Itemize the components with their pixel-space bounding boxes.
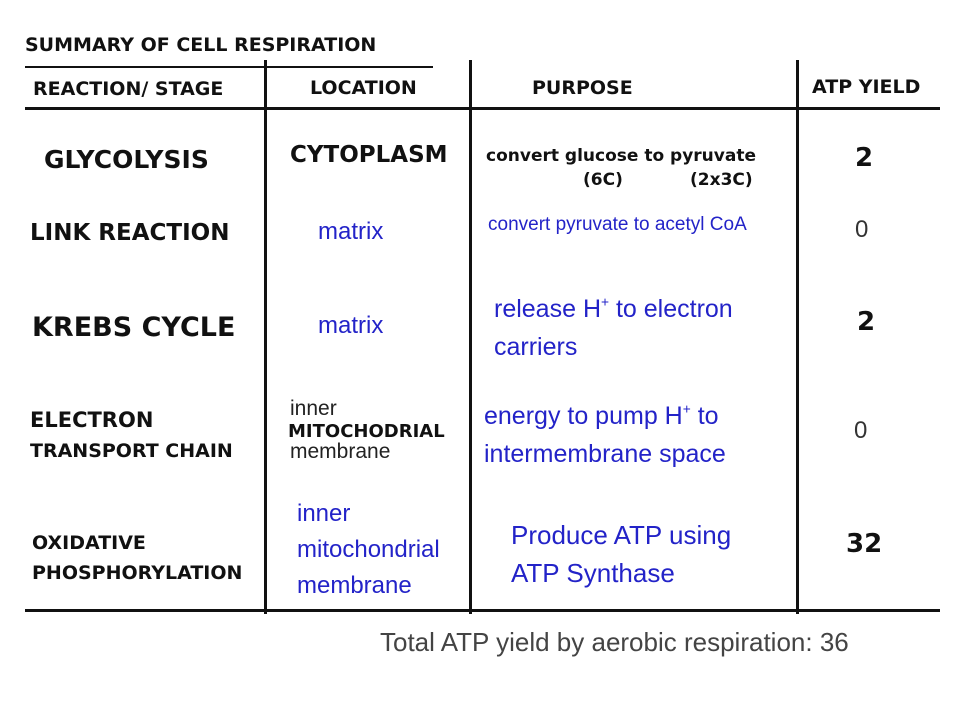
location-etc-line1: inner bbox=[290, 397, 337, 420]
total-atp-yield: Total ATP yield by aerobic respiration: … bbox=[380, 627, 849, 657]
stage-electron-transport-line2: TRANSPORT CHAIN bbox=[30, 440, 233, 462]
purpose-oxidative-line2: ATP Synthase bbox=[511, 558, 675, 588]
page-title: SUMMARY OF CELL RESPIRATION bbox=[25, 34, 377, 56]
location-oxidative-line1: inner bbox=[297, 500, 351, 527]
title-underline bbox=[25, 66, 433, 68]
atp-electron-transport: 0 bbox=[854, 417, 868, 444]
purpose-electron-transport-line2: intermembrane space bbox=[484, 440, 726, 468]
superscript-plus: + bbox=[601, 294, 610, 310]
stage-glycolysis: GLYCOLYSIS bbox=[44, 145, 209, 174]
purpose-link-reaction: convert pyruvate to acetyl CoA bbox=[488, 214, 747, 235]
header-purpose: PURPOSE bbox=[532, 77, 633, 99]
header-stage: REACTION/ STAGE bbox=[33, 78, 224, 100]
location-oxidative-line3: membrane bbox=[297, 572, 412, 599]
location-etc-line2: MITOCHODRIAL bbox=[288, 421, 445, 442]
location-link-reaction: matrix bbox=[318, 218, 384, 245]
atp-krebs-cycle: 2 bbox=[857, 307, 876, 337]
location-krebs-cycle: matrix bbox=[318, 312, 384, 339]
stage-electron-transport-line1: ELECTRON bbox=[30, 408, 154, 432]
atp-link-reaction: 0 bbox=[855, 216, 869, 243]
purpose-glycolysis: convert glucose to pyruvate bbox=[486, 146, 756, 166]
column-divider-3 bbox=[796, 60, 799, 614]
atp-oxidative: 32 bbox=[846, 529, 883, 559]
location-etc-line3: membrane bbox=[290, 440, 391, 463]
atp-glycolysis: 2 bbox=[855, 143, 874, 173]
header-location: LOCATION bbox=[310, 77, 417, 99]
purpose-glycolysis-glucose-carbons: (6C) bbox=[583, 170, 623, 190]
stage-oxidative-line2: PHOSPHORYLATION bbox=[32, 562, 243, 584]
location-glycolysis: CYTOPLASM bbox=[290, 142, 448, 168]
location-oxidative-line2: mitochondrial bbox=[297, 536, 440, 563]
header-divider-line bbox=[25, 107, 940, 110]
superscript-plus: + bbox=[682, 401, 691, 417]
header-atp-yield: ATP YIELD bbox=[812, 76, 921, 98]
purpose-glycolysis-pyruvate-carbons: (2x3C) bbox=[690, 170, 753, 190]
column-divider-2 bbox=[469, 60, 472, 614]
stage-link-reaction: LINK REACTION bbox=[30, 220, 230, 246]
purpose-krebs-cycle-line2: carriers bbox=[494, 333, 578, 361]
purpose-oxidative-line1: Produce ATP using bbox=[511, 520, 732, 550]
stage-oxidative-line1: OXIDATIVE bbox=[32, 532, 146, 554]
purpose-electron-transport: energy to pump H+ to bbox=[484, 401, 719, 430]
table-bottom-line bbox=[25, 609, 940, 612]
column-divider-1 bbox=[264, 60, 267, 614]
stage-krebs-cycle: KREBS CYCLE bbox=[32, 312, 236, 343]
purpose-krebs-cycle: release H+ to electron bbox=[494, 294, 733, 323]
